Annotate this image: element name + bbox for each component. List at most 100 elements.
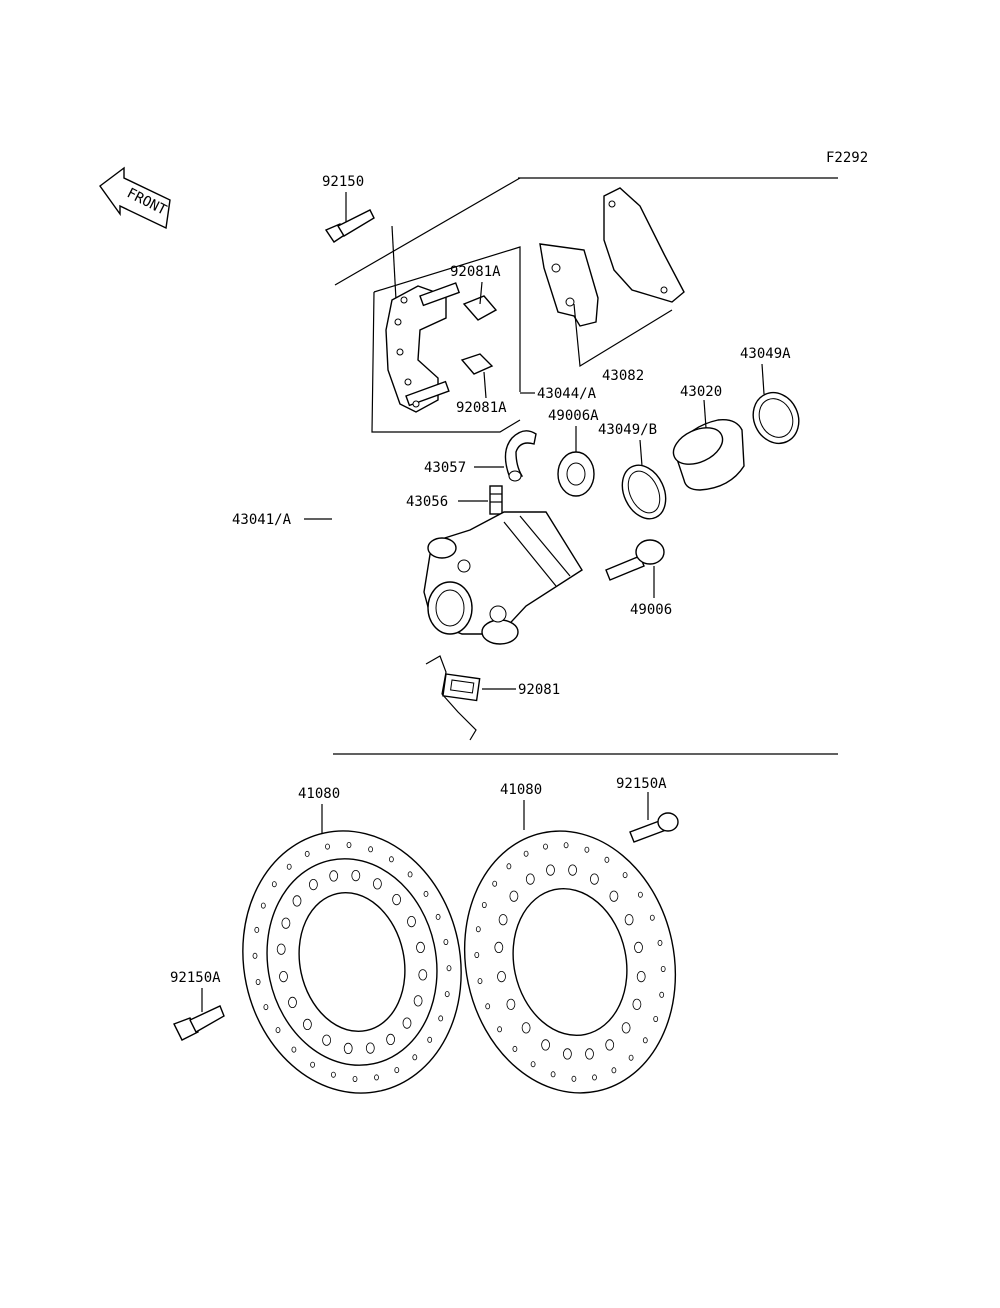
front-arrow-icon: FRONT — [99, 166, 171, 230]
disc-mount-hole — [546, 864, 555, 876]
disc-vent-hole — [443, 939, 449, 946]
disc-vent-hole — [374, 1074, 379, 1081]
disc-mount-hole — [407, 915, 416, 928]
disc-vent-hole — [435, 913, 441, 920]
disc-vent-hole — [438, 1015, 444, 1022]
brake-pad-43082-right — [603, 187, 685, 303]
label-43049A: 43049A — [740, 346, 791, 362]
disc-vent-hole — [310, 1061, 316, 1068]
slide-pin-49006 — [605, 539, 665, 581]
label-43020: 43020 — [680, 384, 722, 400]
disc-vent-hole — [485, 1003, 491, 1010]
label-41080-left: 41080 — [298, 786, 340, 802]
disc-mount-hole — [590, 873, 599, 885]
disc-vent-hole — [659, 991, 665, 998]
caliper-43041 — [423, 511, 583, 645]
disc-mount-hole — [365, 1042, 375, 1054]
disc-vent-hole — [271, 881, 277, 888]
disc-vent-hole — [252, 952, 258, 959]
disc-mount-hole — [525, 873, 535, 885]
disc-vent-hole — [346, 842, 352, 849]
disc-vent-hole — [622, 872, 628, 879]
disc-mount-hole — [568, 864, 577, 876]
separator-diagonal — [334, 177, 521, 286]
disc-mount-hole — [343, 1042, 353, 1055]
disc-mount-hole — [609, 890, 619, 902]
label-43057: 43057 — [424, 460, 466, 476]
disc-mount-hole — [509, 890, 519, 902]
disc-vent-hole — [550, 1071, 556, 1078]
disc-mount-hole — [605, 1039, 615, 1051]
disc-vent-hole — [492, 880, 498, 887]
disc-vent-hole — [260, 902, 266, 909]
label-92150: 92150 — [322, 174, 364, 190]
disc-vent-hole — [657, 939, 663, 946]
label-92150A-left: 92150A — [170, 970, 221, 986]
disc-vent-hole — [642, 1037, 648, 1044]
disc-vent-hole — [352, 1076, 358, 1083]
disc-vent-hole — [653, 1016, 659, 1023]
seal-43049B — [621, 464, 667, 520]
disc-left-holes — [252, 842, 452, 1083]
bolt-92150A-right — [629, 812, 679, 843]
label-43049B: 43049/B — [598, 422, 657, 438]
disc-vent-hole — [446, 965, 452, 972]
disc-vent-hole — [628, 1054, 634, 1061]
disc-vent-hole — [286, 863, 292, 870]
label-92081: 92081 — [518, 682, 560, 698]
disc-vent-hole — [291, 1046, 297, 1053]
brake-disc-41080-left — [242, 830, 462, 1094]
disc-vent-hole — [506, 863, 512, 870]
disc-mount-hole — [276, 943, 286, 955]
disc-vent-hole — [584, 846, 590, 853]
disc-mount-hole — [351, 869, 361, 882]
disc-vent-hole — [254, 926, 260, 933]
figure-code: F2292 — [826, 150, 868, 166]
disc-mount-hole — [279, 970, 288, 983]
label-43044A: 43044/A — [537, 386, 597, 402]
disc-right-holes — [474, 842, 666, 1082]
disc-vent-hole — [427, 1036, 433, 1043]
disc-mount-hole — [402, 1017, 412, 1029]
disc-mount-hole — [621, 1022, 631, 1034]
disc-mount-hole — [413, 995, 423, 1007]
disc-vent-hole — [611, 1067, 617, 1074]
disc-mount-hole — [498, 914, 508, 926]
disc-vent-hole — [563, 842, 569, 849]
disc-vent-hole — [638, 891, 643, 898]
disc-vent-hole — [475, 926, 481, 933]
disc-mount-hole — [302, 1018, 312, 1031]
disc-vent-hole — [444, 991, 450, 998]
disc-vent-hole — [477, 978, 483, 985]
label-41080-right: 41080 — [500, 782, 542, 798]
bleeder-cap-43057 — [504, 430, 537, 482]
disc-vent-hole — [423, 890, 429, 897]
label-43056: 43056 — [406, 494, 448, 510]
disc-vent-hole — [474, 952, 480, 959]
disc-vent-hole — [530, 1061, 536, 1068]
bleeder-valve-43056 — [489, 485, 503, 515]
label-49006A: 49006A — [548, 408, 599, 424]
disc-mount-hole — [521, 1022, 531, 1034]
brake-disc-41080-right — [463, 830, 677, 1094]
label-43041A: 43041/A — [232, 512, 292, 528]
disc-mount-hole — [322, 1034, 332, 1046]
disc-vent-hole — [523, 850, 529, 857]
disc-mount-hole — [563, 1048, 572, 1060]
seal-43049A — [752, 391, 800, 445]
disc-vent-hole — [255, 979, 261, 986]
disc-mount-hole — [308, 878, 318, 891]
disc-mount-hole — [497, 970, 506, 983]
disc-vent-hole — [543, 843, 548, 850]
disc-mount-hole — [292, 895, 302, 907]
disc-vent-hole — [275, 1027, 281, 1034]
disc-vent-hole — [407, 871, 413, 878]
pad-spring-92081A-top — [462, 295, 498, 321]
piston-43020 — [672, 419, 745, 491]
bolt-92150 — [324, 209, 375, 243]
disc-mount-hole — [288, 996, 297, 1009]
disc-mount-hole — [329, 870, 339, 882]
disc-mount-hole — [392, 893, 402, 906]
disc-mount-hole — [624, 914, 634, 926]
